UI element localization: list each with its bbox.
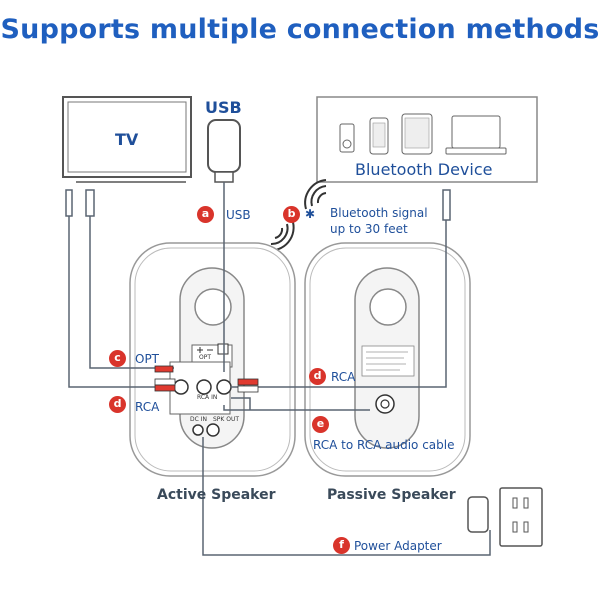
bluetooth-devices-panel bbox=[316, 96, 538, 183]
badge-f: f bbox=[333, 537, 350, 554]
wireless-icon-top bbox=[304, 179, 327, 210]
badge-c: c bbox=[109, 350, 126, 367]
badge-d-right: d bbox=[309, 368, 326, 385]
rca-connection-label-left: RCA bbox=[135, 400, 160, 414]
bluetooth-device-label: Bluetooth Device bbox=[355, 160, 493, 179]
passive-speaker bbox=[304, 242, 471, 477]
bluetooth-line2: up to 30 feet bbox=[330, 222, 408, 236]
usb-connection-label: USB bbox=[226, 208, 251, 222]
usb-stick-icon bbox=[207, 119, 241, 183]
panel-opt: OPT bbox=[199, 354, 212, 361]
badge-d-left: d bbox=[109, 396, 126, 413]
rca-cable-label: RCA to RCA audio cable bbox=[313, 438, 455, 452]
rca-connection-label-right: RCA bbox=[331, 370, 356, 384]
tv-label: TV bbox=[115, 130, 139, 149]
bluetooth-line1: Bluetooth signal bbox=[330, 206, 428, 220]
panel-spk-out: SPK OUT bbox=[213, 416, 240, 423]
badge-b: b bbox=[283, 206, 300, 223]
passive-speaker-label: Passive Speaker bbox=[327, 487, 456, 503]
usb-label: USB bbox=[205, 98, 242, 117]
bluetooth-icon: ✱ bbox=[305, 207, 316, 221]
badge-a: a bbox=[197, 206, 214, 223]
power-adapter-label: Power Adapter bbox=[354, 539, 442, 553]
tv-icon bbox=[62, 96, 192, 183]
cables bbox=[65, 182, 491, 556]
opt-connection-label: OPT bbox=[135, 352, 160, 366]
panel-rca-in: RCA IN bbox=[197, 394, 218, 401]
badge-e: e bbox=[312, 416, 329, 433]
panel-dc-in: DC IN bbox=[190, 416, 207, 423]
active-speaker bbox=[129, 242, 296, 477]
power-adapter-icon bbox=[467, 487, 543, 547]
page-title: Supports multiple connection methods bbox=[0, 14, 600, 45]
active-speaker-label: Active Speaker bbox=[157, 487, 276, 503]
